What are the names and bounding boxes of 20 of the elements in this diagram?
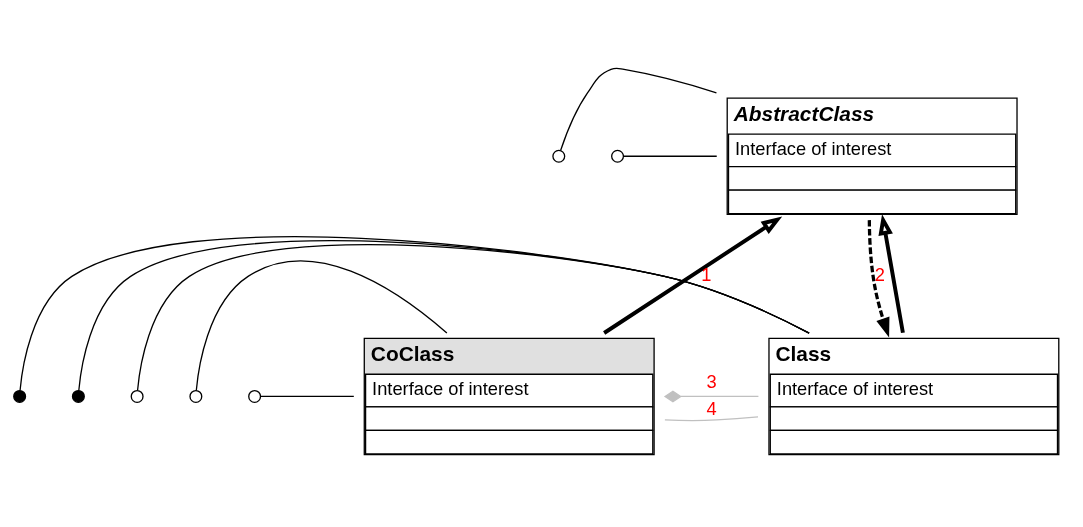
node-circle — [611, 149, 625, 163]
node-circle — [13, 389, 27, 403]
node-circle — [552, 149, 566, 163]
arrow — [603, 216, 783, 335]
node-circle — [130, 389, 144, 403]
edge-label: 4 — [706, 398, 717, 419]
connector — [663, 390, 760, 403]
node-circle — [71, 389, 85, 403]
connector — [664, 416, 759, 422]
arrow — [867, 220, 890, 338]
node-circle — [189, 389, 203, 403]
connector — [195, 260, 448, 392]
edge-label: 1 — [701, 264, 712, 286]
edge-label: 2 — [874, 264, 886, 286]
node-circle — [248, 389, 262, 403]
arrow — [878, 214, 905, 334]
connector — [560, 67, 718, 151]
connector — [259, 395, 355, 398]
edge-label: 3 — [706, 370, 717, 392]
connector — [622, 155, 718, 157]
